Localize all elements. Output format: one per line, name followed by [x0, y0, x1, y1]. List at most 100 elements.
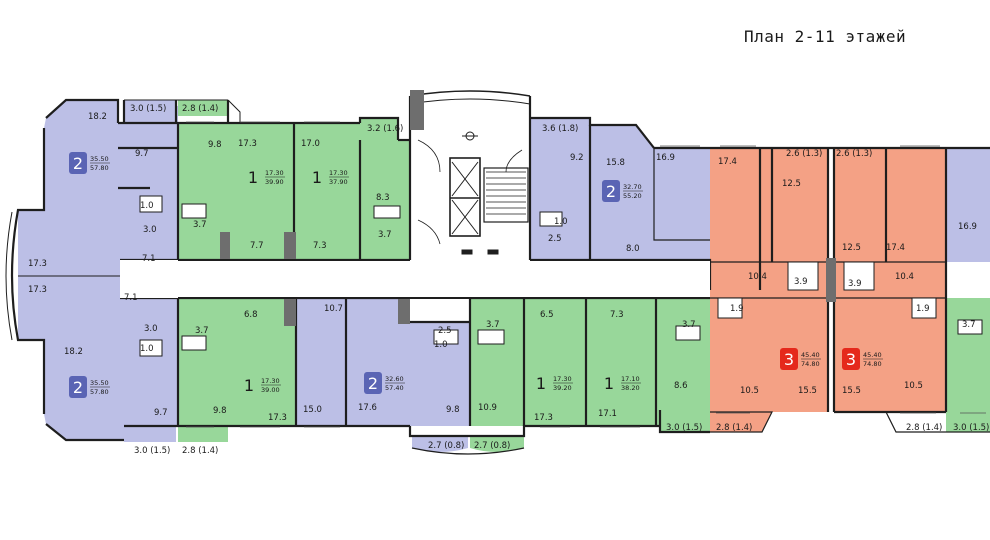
living-area: 32.70 [623, 183, 642, 191]
apartment-a7 [296, 298, 470, 426]
room-area-label: 2.6 (1.3) [836, 149, 872, 159]
room-area-label: 3.0 (1.5) [130, 104, 166, 114]
room-count: 2 [73, 378, 83, 397]
room-area-label: 7.1 [124, 293, 138, 303]
room-count-box [842, 348, 860, 370]
total-area: 57.80 [90, 164, 109, 172]
room-area-label: 3.7 [195, 326, 209, 336]
room-area-label: 15.0 [303, 405, 322, 415]
room-area-label: 2.7 (0.8) [428, 441, 464, 451]
room-area-label: 2.8 (1.4) [182, 446, 218, 456]
room-count: 1 [536, 374, 546, 393]
balcony-a7 [412, 436, 468, 452]
room-area-label: 7.1 [142, 254, 156, 264]
room-area-label: 3.6 (1.8) [542, 124, 578, 134]
room-area-label: 1.0 [554, 217, 568, 227]
room-area-label: 3.7 [962, 320, 976, 330]
room-area-label: 10.5 [904, 381, 923, 391]
room-area-label: 2.8 (1.4) [906, 423, 942, 433]
room-count: 1 [312, 168, 322, 187]
room-area-label: 10.7 [324, 304, 343, 314]
room-area-label: 15.8 [606, 158, 625, 168]
total-area: 74.80 [801, 360, 820, 368]
room-area-label: 3.0 [144, 324, 158, 334]
room-area-label: 6.5 [540, 310, 554, 320]
room-count-box [69, 376, 87, 398]
apartment-a10-upper [710, 148, 828, 290]
room-area-label: 3.7 [193, 220, 207, 230]
room-area-label: 17.3 [28, 285, 47, 295]
apartment-a5 [18, 276, 178, 440]
balcony-a1 [124, 100, 176, 116]
room-area-label: 17.3 [534, 413, 553, 423]
balcony-a10 [710, 412, 772, 432]
room-area-label: 2.7 (0.8) [474, 441, 510, 451]
room-count-box [364, 372, 382, 394]
room-count-box [780, 348, 798, 370]
living-area: 17.30 [265, 169, 284, 177]
room-area-label: 3.9 [848, 279, 862, 289]
total-area: 55.20 [623, 192, 642, 200]
room-area-label: 6.8 [244, 310, 258, 320]
room-area-label: 10.5 [740, 386, 759, 396]
room-area-label: 8.0 [626, 244, 640, 254]
room-area-label: 1.9 [916, 304, 930, 314]
balcony-a6 [178, 426, 228, 442]
corridor [120, 260, 710, 298]
room-area-label: 17.6 [358, 403, 377, 413]
room-area-label: 3.0 (1.5) [134, 446, 170, 456]
living-area: 17.10 [621, 375, 640, 383]
columns [220, 90, 836, 326]
room-area-label: 17.3 [238, 139, 257, 149]
room-area-label: 2.8 (1.4) [182, 104, 218, 114]
room-count-box [602, 180, 620, 202]
balcony-right-lower-2 [886, 412, 946, 432]
room-area-label: 1.0 [140, 201, 154, 211]
room-area-label: 9.8 [213, 406, 227, 416]
room-area-label: 17.1 [598, 409, 617, 419]
apartment-a3 [294, 118, 410, 260]
living-area: 35.50 [90, 379, 109, 387]
plan-title: План 2-11 этажей [744, 27, 907, 46]
room-area-label: 15.5 [842, 386, 861, 396]
total-area: 57.80 [90, 388, 109, 396]
balcony-a8 [470, 436, 524, 452]
apartment-right-upper [946, 148, 990, 262]
room-area-label: 10.9 [478, 403, 497, 413]
room-area-label: 8.3 [376, 193, 390, 203]
room-area-label: 9.7 [154, 408, 168, 418]
balcony-a2 [178, 100, 228, 116]
room-area-label: 17.4 [718, 157, 737, 167]
room-count: 3 [784, 350, 794, 369]
apartment-a9 [586, 298, 710, 426]
room-area-label: 12.5 [842, 243, 861, 253]
room-area-label: 8.6 [674, 381, 688, 391]
room-count: 3 [846, 350, 856, 369]
room-count: 1 [604, 374, 614, 393]
room-area-label: 18.2 [64, 347, 83, 357]
room-area-label: 3.0 [143, 225, 157, 235]
living-area: 17.30 [261, 377, 280, 385]
apartment-a2 [178, 124, 294, 260]
total-area: 37.90 [329, 178, 348, 186]
balcony-a9 [660, 410, 710, 432]
room-count: 2 [73, 154, 83, 173]
room-area-label: 17.3 [268, 413, 287, 423]
room-area-label: 7.3 [610, 310, 624, 320]
room-area-label: 2.5 [438, 326, 452, 336]
total-area: 74.80 [863, 360, 882, 368]
room-area-label: 10.4 [748, 272, 767, 282]
room-area-label: 9.8 [446, 405, 460, 415]
windows [186, 121, 986, 428]
total-area: 39.00 [261, 386, 280, 394]
living-area: 45.40 [863, 351, 882, 359]
room-count: 1 [244, 376, 254, 395]
total-area: 38.20 [621, 384, 640, 392]
